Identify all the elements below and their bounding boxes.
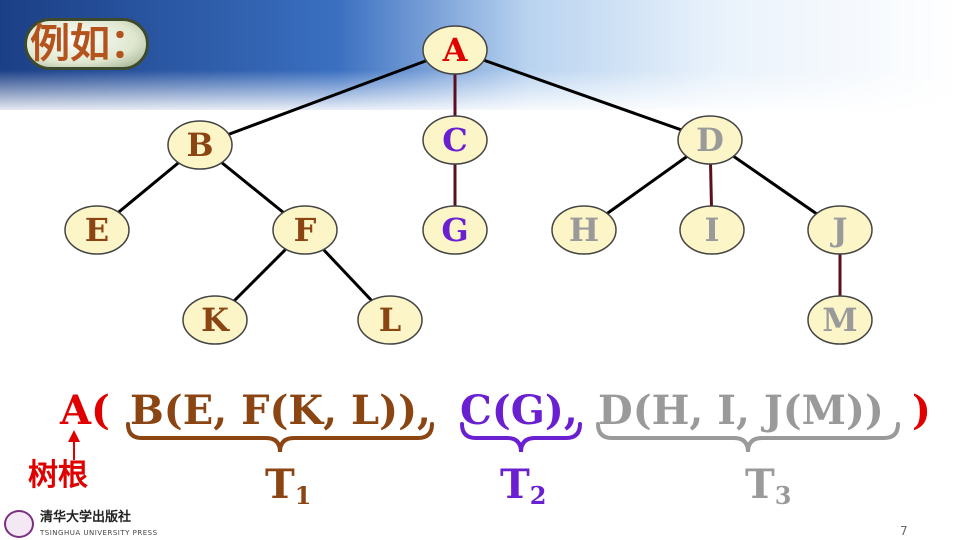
brace-subtree-2 [460,422,582,453]
tree-node-label: M [822,301,857,339]
tree-node-d: D [677,115,743,165]
publisher-name: 清华大学出版社 [40,510,132,525]
tree-node-label: A [442,31,469,69]
tree-node-g: G [422,205,488,255]
tree-node-h: H [551,205,617,255]
tree-node-shape [677,115,743,165]
tree-node-label: J [829,211,847,249]
tree-node-shape [182,295,248,345]
tree-node-a: A [422,25,488,75]
tree-node-shape [551,205,617,255]
tree-node-label: H [569,211,599,249]
tree-node-shape [357,295,423,345]
publisher-name-en: TSINGHUA UNIVERSITY PRESS [40,529,158,537]
tree-node-c: C [422,115,488,165]
tree-node-shape [167,120,233,170]
tree-node-label: D [696,121,724,159]
tree-node-e: E [64,205,130,255]
header-banner-fade [0,70,960,115]
tree-node-label: E [85,211,109,249]
tree-node-shape [422,115,488,165]
tree-node-f: F [272,205,338,255]
tree-node-shape [679,205,745,255]
tree-node-label: F [294,211,317,249]
tree-node-label: K [201,301,230,339]
tree-node-j: J [807,205,873,255]
tree-node-label: B [186,126,213,164]
tree-node-label: I [705,211,720,249]
tree-node-label: L [379,301,402,339]
tree-node-label: C [442,121,467,159]
page-number: 7 [900,524,908,538]
tree-node-l: L [357,295,423,345]
tree-node-shape [422,205,488,255]
tree-node-m: M [807,295,873,345]
tree-edge-a-b [199,48,456,147]
tree-node-shape [807,205,873,255]
root-pointer-arrow [68,430,80,460]
tree-node-k: K [182,295,248,345]
brace-subtree-3 [596,422,900,453]
tree-node-shape [272,205,338,255]
tree-node-label: G [441,211,468,249]
tree-node-shape [422,25,488,75]
tree-node-b: B [167,120,233,170]
slide-title: 例如： [30,21,150,67]
root-label: 树根 [28,458,88,493]
subtree-braces [126,422,900,453]
publisher-logo [4,510,34,538]
tree-edge-a-d [454,48,711,142]
tree-node-shape [807,295,873,345]
brace-subtree-1 [126,422,434,453]
tree-nodes: A B C D E F G H I J K L M [64,25,873,345]
title-badge [24,18,149,70]
tree-node-shape [64,205,130,255]
tree-node-i: I [679,205,745,255]
tree-edges [96,48,842,322]
root-arrow-head [68,430,80,442]
